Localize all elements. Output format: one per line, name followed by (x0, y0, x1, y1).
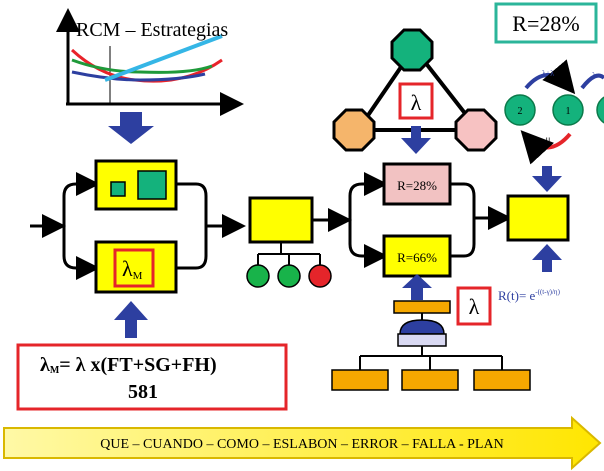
hierarchy-leaf-1 (331, 369, 389, 391)
chart-curve-green (71, 58, 213, 74)
markov-state-1-label: 1 (566, 106, 571, 117)
lambda-m-frame (113, 248, 155, 288)
octagon-node-top (390, 28, 434, 72)
reliability-badge-text: R=28% (512, 11, 579, 36)
large-square-icon (137, 170, 167, 200)
chart-curve-blue (71, 70, 206, 82)
reliability-badge: R=28% (494, 2, 598, 44)
hierarchy-leaf-3 (473, 369, 531, 391)
formula-line-1: λM= λ x(FT+SG+FH) (40, 354, 217, 376)
formula-line-2: 581 (128, 381, 158, 403)
hierarchy-dome (399, 319, 445, 335)
chart-title: RCM – Estrategias (76, 19, 228, 41)
down-arrow-icon (108, 112, 154, 144)
rcm-strategy-chart: RCM – Estrategias (56, 8, 244, 116)
markov-repair-label: μ (546, 134, 551, 144)
markov-state-2-label: 2 (518, 106, 523, 117)
hierarchy-lambda-label: λ (469, 294, 480, 319)
markov-rate-label-1: λ+λ (542, 69, 554, 78)
process-arrow-banner: QUE – CUANDO – COMO – ESLABON – ERROR – … (3, 415, 602, 471)
markov-down-arrow-icon (532, 166, 562, 192)
lambda-m-label: λM (122, 256, 143, 282)
failure-rate-formula-box: λM= λ x(FT+SG+FH) 581 (16, 343, 288, 411)
output-up-arrow-icon (532, 244, 562, 272)
markov-state-2 (504, 94, 536, 126)
reliability-function: R(t)= e-((t-γ)/η) (498, 288, 561, 303)
output-block (506, 194, 570, 242)
small-square-icon (110, 181, 126, 197)
left-parallel-block: λM (30, 159, 246, 294)
hierarchy-top-bar (393, 300, 451, 314)
reliability-block-28 (382, 162, 452, 206)
status-light-green-2 (277, 264, 301, 288)
markov-rate-label-2: λ (592, 71, 596, 80)
up-arrow-icon (114, 301, 148, 338)
octagon-node-left (332, 108, 376, 152)
component-hierarchy: λ (331, 286, 531, 391)
markov-state-1 (552, 94, 584, 126)
triangle-down-arrow-icon (401, 126, 431, 154)
markov-state-0 (596, 96, 604, 124)
reliability-block-28-label: R=28% (397, 178, 437, 193)
triangle-lambda-frame (398, 82, 434, 120)
status-light-green-1 (246, 264, 270, 288)
process-steps-text: QUE – CUANDO – COMO – ESLABON – ERROR – … (100, 437, 503, 452)
hierarchy-lambda-frame (456, 286, 492, 326)
octagon-node-right (454, 108, 498, 152)
reliability-block-66-label: R=66% (397, 250, 437, 265)
chart-curve-cyan (104, 34, 223, 82)
series-block (248, 196, 314, 244)
series-block-with-lights (246, 196, 352, 288)
status-light-red (308, 264, 332, 288)
triangle-lambda-label: λ (411, 90, 422, 115)
up-arrow-reliability-icon (402, 274, 432, 300)
hierarchy-base (397, 333, 447, 347)
hierarchy-leaf-2 (401, 369, 459, 391)
right-parallel-block: R=28% R=66% (348, 162, 570, 278)
markov-chain: λ+λ λ 2 1 μ (504, 59, 604, 165)
